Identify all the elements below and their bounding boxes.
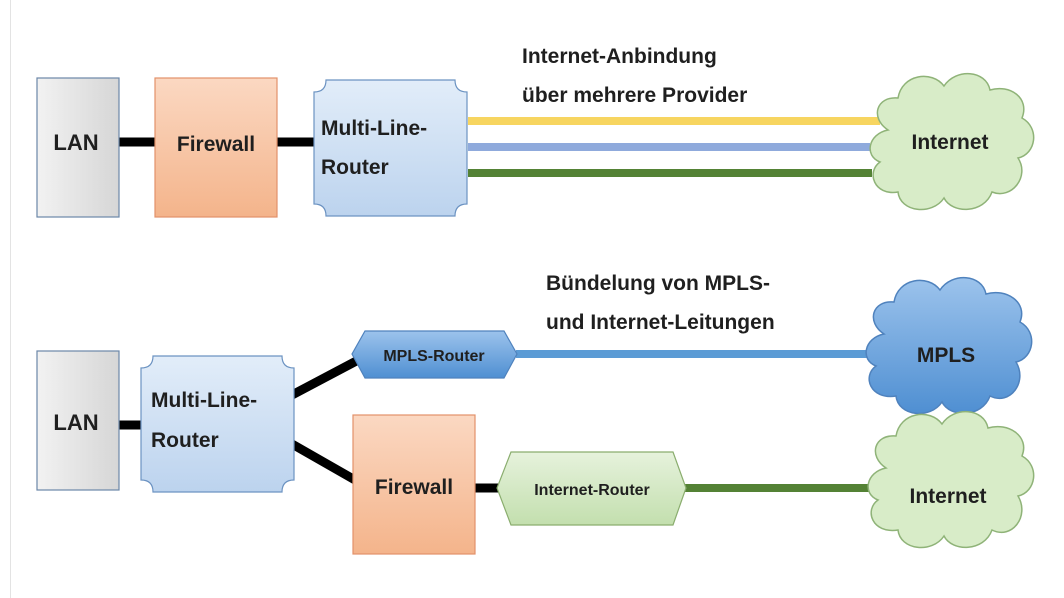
- bottom-lan-node: LAN: [36, 350, 120, 491]
- bottom-links: [118, 350, 872, 493]
- bottom-firewall-label: Firewall: [375, 476, 453, 499]
- bottom-router-label-line2: Router: [151, 429, 219, 452]
- top-caption-line1: Internet-Anbindung: [522, 45, 717, 68]
- top-firewall-label: Firewall: [177, 133, 255, 156]
- bottom-internet-cloud: Internet: [867, 410, 1035, 549]
- bottom-caption-line1: Bündelung von MPLS-: [546, 272, 770, 295]
- top-firewall-node: Firewall: [154, 77, 278, 218]
- top-internet-label: Internet: [911, 131, 988, 154]
- top-lan-label: LAN: [53, 130, 98, 155]
- left-border-line: [10, 0, 11, 598]
- top-links: [118, 117, 880, 177]
- top-router-label-line1: Multi-Line-: [321, 117, 427, 140]
- bottom-mpls-cloud-label: MPLS: [917, 344, 975, 367]
- bottom-mpls-cloud: MPLS: [865, 276, 1033, 415]
- bottom-link-router-mpls-router: [289, 354, 365, 399]
- top-caption: Internet-Anbindung über mehrere Provider: [522, 45, 747, 107]
- bottom-mpls-router-label: MPLS-Router: [383, 348, 484, 365]
- bottom-internet-cloud-label: Internet: [909, 485, 986, 508]
- bottom-internet-router-node: Internet-Router: [496, 451, 687, 526]
- top-multiline-router-node: Multi-Line- Router: [313, 79, 468, 217]
- top-lan-node: LAN: [36, 77, 120, 218]
- top-router-label-line2: Router: [321, 156, 389, 179]
- bottom-lan-label: LAN: [53, 410, 98, 435]
- bottom-mpls-router-node: MPLS-Router: [351, 330, 518, 379]
- bottom-firewall-node: Firewall: [352, 414, 476, 555]
- top-internet-cloud: Internet: [869, 72, 1035, 211]
- bottom-link-router-firewall: [289, 440, 358, 484]
- bottom-router-label-line1: Multi-Line-: [151, 389, 257, 412]
- bottom-internet-router-label: Internet-Router: [534, 482, 650, 499]
- top-caption-line2: über mehrere Provider: [522, 84, 747, 107]
- bottom-caption: Bündelung von MPLS- und Internet-Leitung…: [546, 272, 775, 334]
- bottom-caption-line2: und Internet-Leitungen: [546, 311, 775, 334]
- bottom-multiline-router-node: Multi-Line- Router: [140, 355, 295, 493]
